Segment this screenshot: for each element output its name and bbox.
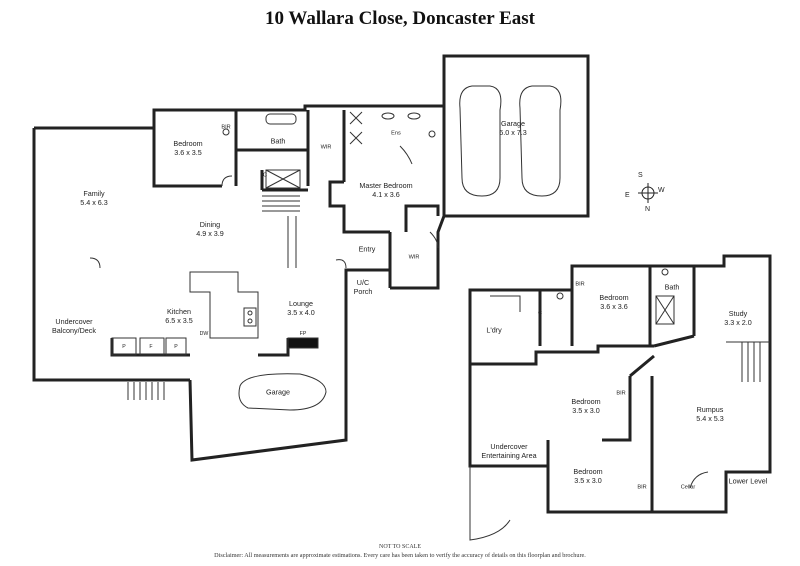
master-bedroom-label: Master Bedroom 4.1 x 3.6 — [359, 181, 412, 199]
ens-label: Ens — [391, 130, 401, 137]
garage-label: Garage 6.0 x 7.3 — [499, 119, 527, 137]
family-name: Family — [83, 189, 105, 198]
laundry-label: L'dry — [486, 325, 502, 335]
lounge-name: Lounge — [289, 299, 313, 308]
lower-bir2-label: BIR — [616, 390, 626, 397]
lower-details — [469, 268, 770, 541]
lower-bir3-label: BIR — [637, 484, 647, 491]
dining-size: 4.9 x 3.9 — [196, 229, 224, 238]
garage-size: 6.0 x 7.3 — [499, 128, 527, 137]
study-label: Study 3.3 x 2.0 — [724, 309, 752, 327]
lower-walls — [468, 254, 772, 514]
rumpus-label: Rumpus 5.4 x 5.3 — [696, 405, 724, 423]
lounge-label: Lounge 3.5 x 4.0 — [287, 299, 315, 317]
study-size: 3.3 x 2.0 — [724, 318, 752, 327]
balcony-label: Undercover Balcony/Deck — [52, 317, 96, 335]
lower-bedroom3-label: Bedroom 3.5 x 3.0 — [573, 467, 602, 485]
pantry2-label: P — [174, 344, 178, 350]
upper-details — [89, 85, 562, 411]
fridge-label: F — [149, 344, 153, 350]
wir2-label: WIR — [408, 254, 420, 261]
family-label: Family 5.4 x 6.3 — [80, 189, 108, 207]
lower-bedroom3-name: Bedroom — [573, 467, 603, 476]
lower-bedroom3-size: 3.5 x 3.0 — [574, 476, 602, 485]
page-title: 10 Wallara Close, Doncaster East — [264, 8, 536, 29]
entry-label: Entry — [358, 244, 376, 254]
bedroom-name: Bedroom — [173, 139, 203, 148]
lower-bedroom2-size: 3.5 x 3.0 — [572, 406, 600, 415]
lower-bedroom1-name: Bedroom — [599, 293, 629, 302]
porch-label: U/C Porch — [353, 278, 373, 296]
bath-label: Bath — [270, 136, 286, 146]
wir-label: WIR — [320, 144, 332, 151]
lower-garage-label: Garage — [266, 387, 290, 397]
dining-name: Dining — [199, 220, 221, 229]
rumpus-name: Rumpus — [696, 405, 724, 414]
lower-bedroom1-label: Bedroom 3.6 x 3.6 — [599, 293, 628, 311]
not-to-scale-note: NOT TO SCALE — [378, 544, 421, 550]
lower-bedroom2-label: Bedroom 3.5 x 3.0 — [571, 397, 600, 415]
cellar-label: Cellar — [680, 484, 696, 491]
compass-w: W — [658, 187, 665, 194]
study-name: Study — [728, 309, 748, 318]
lower-level-label: Lower Level — [728, 476, 768, 486]
disclaimer: Disclaimer: All measurements are approxi… — [214, 552, 586, 559]
compass-icon — [630, 175, 666, 215]
garage-name: Garage — [501, 119, 525, 128]
pantry1-label: P — [122, 344, 126, 350]
lower-bath-label: Bath — [664, 282, 680, 292]
upper-walls — [32, 54, 590, 462]
lower-c-label: C — [537, 310, 543, 317]
bedroom-label: Bedroom 3.6 x 3.5 — [173, 139, 202, 157]
c-label: C — [262, 172, 268, 179]
dishwasher-label: DW — [199, 331, 209, 337]
rumpus-size: 5.4 x 5.3 — [696, 414, 724, 423]
master-bedroom-name: Master Bedroom — [359, 181, 413, 190]
master-bedroom-size: 4.1 x 3.6 — [372, 190, 400, 199]
kitchen-name: Kitchen — [167, 307, 191, 316]
lower-bedroom1-size: 3.6 x 3.6 — [600, 302, 628, 311]
entertaining-label: Undercover Entertaining Area — [481, 442, 537, 460]
fireplace-label: FP — [299, 331, 307, 337]
bir-label: BIR — [221, 124, 231, 131]
compass-n: N — [645, 206, 651, 213]
kitchen-label: Kitchen 6.5 x 3.5 — [165, 307, 193, 325]
dining-label: Dining 4.9 x 3.9 — [196, 220, 224, 238]
family-size: 5.4 x 6.3 — [80, 198, 108, 207]
bedroom-size: 3.6 x 3.5 — [174, 148, 202, 157]
lower-bir-label: BIR — [575, 281, 585, 288]
compass-e: E — [625, 192, 630, 199]
lower-bedroom2-name: Bedroom — [571, 397, 601, 406]
lounge-size: 3.5 x 4.0 — [287, 308, 315, 317]
compass-s: S — [638, 172, 643, 179]
kitchen-size: 6.5 x 3.5 — [165, 316, 193, 325]
